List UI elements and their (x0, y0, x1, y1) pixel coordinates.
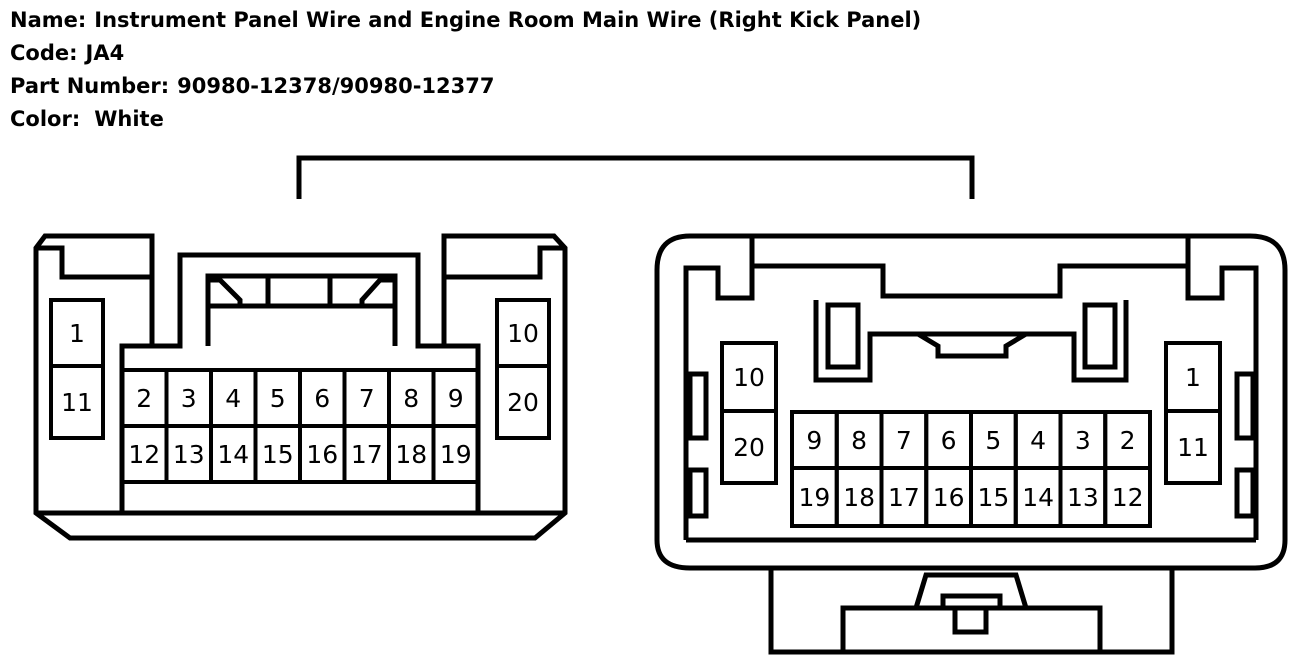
left-connector-lock-hook-right (359, 277, 395, 306)
left-pin-label: 5 (270, 384, 286, 413)
right-pin-label: 16 (933, 483, 965, 512)
left-connector-lock-hook-left (208, 277, 243, 306)
left-pin-label: 18 (395, 440, 427, 469)
right-pin-label: 18 (843, 483, 875, 512)
right-pin-label: 6 (941, 426, 957, 455)
left-pin-label: 13 (173, 440, 205, 469)
left-connector-top-right-step (444, 245, 565, 280)
left-pin-label: 9 (448, 384, 464, 413)
right-pin-cavity-12 (1103, 466, 1152, 528)
code-line: Code: JA4 (10, 37, 921, 70)
right-connector-lock-frame (813, 300, 1129, 383)
left-pin-label: 12 (128, 440, 160, 469)
color-value: White (94, 107, 164, 131)
left-pin-label: 11 (61, 388, 93, 417)
left-pin-label: 6 (314, 384, 330, 413)
left-pin-label: 8 (403, 384, 419, 413)
view-bracket-line (296, 155, 975, 199)
left-pin-cavity-20 (495, 364, 551, 440)
right-pin-label: 17 (888, 483, 920, 512)
name-line: Name: Instrument Panel Wire and Engine Ro… (10, 4, 921, 37)
left-pin-label: 14 (217, 440, 249, 469)
part-number-label: Part Number: (10, 74, 170, 98)
right-pin-label: 4 (1030, 426, 1046, 455)
left-pin-label: 20 (507, 388, 539, 417)
right-connector-side-key-right-upper (1234, 371, 1256, 441)
right-connector-lower-inner (840, 605, 1103, 652)
right-connector-lower-latch (940, 593, 1003, 635)
left-pin-label: 3 (181, 384, 197, 413)
left-pin-label: 2 (136, 384, 152, 413)
name-label: Name: (10, 8, 87, 32)
right-pin-label: 7 (896, 426, 912, 455)
right-pin-label: 11 (1177, 433, 1209, 462)
color-label: Color: (10, 107, 81, 131)
right-pin-label: 13 (1067, 483, 1099, 512)
right-connector-lower-trapezoid (913, 572, 1029, 609)
right-pin-label: 9 (806, 426, 822, 455)
code-label: Code: (10, 41, 78, 65)
right-pin-label: 2 (1120, 426, 1136, 455)
right-connector-inner-right (1185, 236, 1259, 540)
name-value: Instrument Panel Wire and Engine Room Ma… (94, 8, 922, 32)
right-connector-top-lip (752, 263, 1188, 299)
right-connector-lower-housing (768, 568, 1175, 655)
right-pin-label: 10 (733, 363, 765, 392)
part-number-line: Part Number: 90980-12378/90980-12377 (10, 70, 921, 103)
left-pin-label: 17 (351, 440, 383, 469)
right-connector-lock-latch (916, 331, 1028, 359)
right-pin-cavity-11 (1164, 409, 1222, 485)
left-pin-cavity-11 (49, 364, 105, 440)
part-number-value: 90980-12378/90980-12377 (177, 74, 495, 98)
right-connector-inner-left (683, 236, 755, 540)
right-connector-side-key-left-upper (687, 371, 709, 441)
left-connector-lock-frame (205, 273, 398, 346)
left-connector-lock-tab (265, 273, 333, 309)
left-connector-top-left-step (36, 245, 152, 280)
right-pin-cavity-20 (720, 409, 778, 485)
left-pin-label: 10 (507, 319, 539, 348)
right-connector-side-key-left-lower (687, 467, 709, 519)
right-pin-label: 14 (1022, 483, 1054, 512)
right-connector-side-key-right-lower (1234, 467, 1256, 519)
left-pin-cavity-19 (431, 424, 480, 484)
code-value: JA4 (85, 41, 125, 65)
right-connector-housing (654, 233, 1288, 571)
right-pin-label: 12 (1112, 483, 1144, 512)
right-pin-label: 15 (977, 483, 1009, 512)
right-pin-label: 1 (1185, 363, 1201, 392)
left-pin-label: 4 (225, 384, 241, 413)
right-pin-label: 8 (851, 426, 867, 455)
connector-info: Name: Instrument Panel Wire and Engine Ro… (10, 4, 921, 136)
right-pin-label: 5 (985, 426, 1001, 455)
left-pin-label: 15 (262, 440, 294, 469)
left-pin-label: 7 (359, 384, 375, 413)
right-pin-label: 20 (733, 433, 765, 462)
left-pin-label: 1 (69, 319, 85, 348)
right-connector-lock-slot-left (825, 302, 861, 370)
left-pin-label: 19 (440, 440, 472, 469)
left-pin-label: 16 (306, 440, 338, 469)
color-line: Color: White (10, 103, 921, 136)
right-pin-label: 3 (1075, 426, 1091, 455)
right-pin-label: 19 (798, 483, 830, 512)
right-connector-lock-slot-right (1082, 302, 1118, 370)
